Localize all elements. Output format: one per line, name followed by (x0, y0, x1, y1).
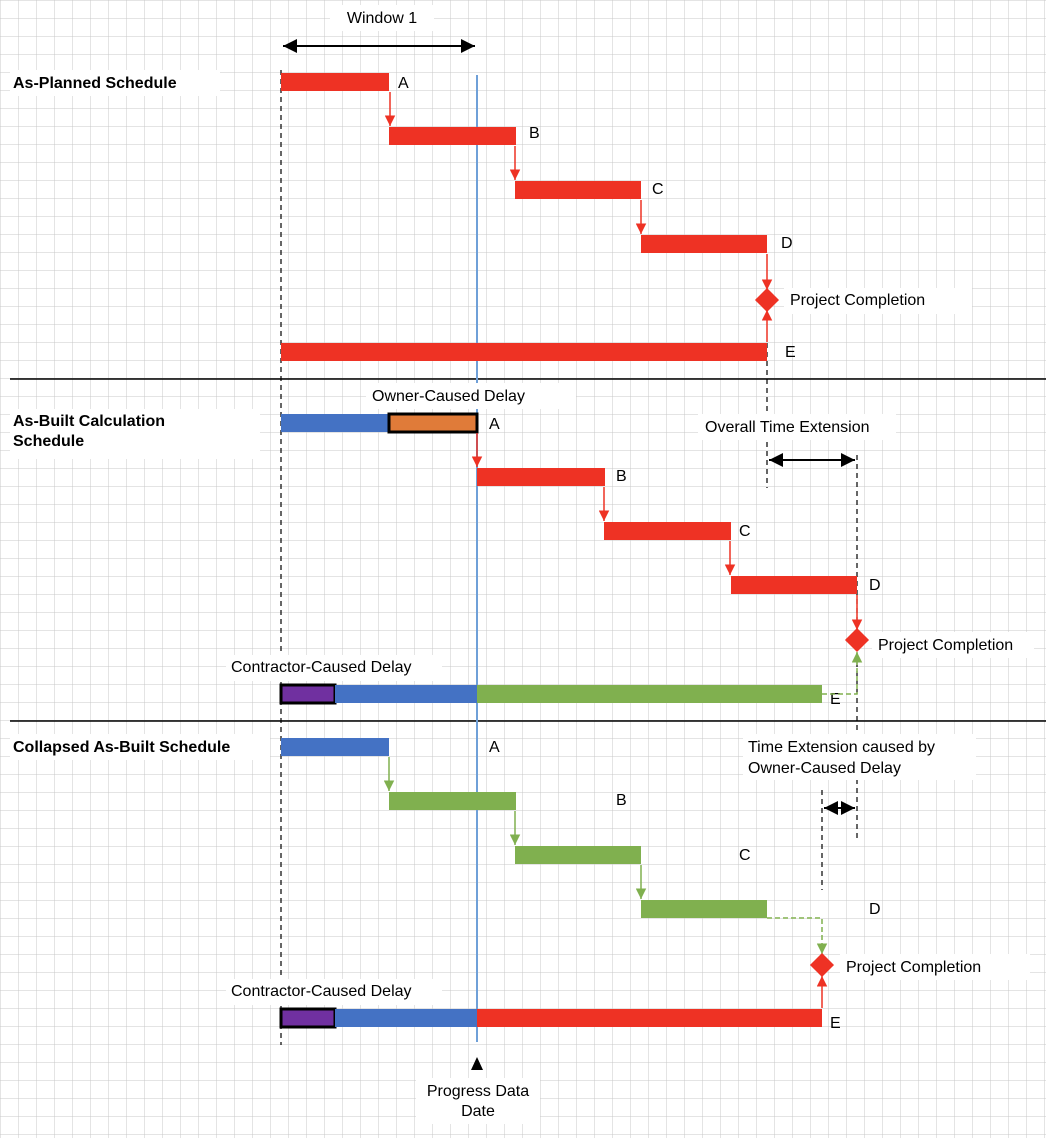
progress-date-label-line2: Date (461, 1103, 495, 1120)
collapsed-title-bg (10, 734, 270, 760)
planned-label-c: C (652, 181, 664, 198)
asbuilt-contractor-delay-label: Contractor-Caused Delay (231, 659, 412, 676)
window-label: Window 1 (347, 10, 417, 27)
collapsed-link-d-completion (767, 917, 828, 954)
collapsed-label-e: E (830, 1015, 841, 1032)
collapsed-contractor-delay-label-bg (226, 979, 442, 1005)
collapsed-bar-a (281, 738, 389, 756)
asbuilt-bar-e-actual (335, 685, 477, 703)
owner-delay-label: Owner-Caused Delay (372, 388, 525, 405)
collapsed-label-b: B (616, 792, 627, 809)
collapsed-title: Collapsed As-Built Schedule (13, 739, 230, 756)
asbuilt-bar-e-remaining (477, 685, 822, 703)
planned-bar-a (281, 73, 389, 91)
asbuilt-completion-label-bg (872, 632, 1034, 658)
overall-extension-label-bg (698, 414, 896, 440)
asbuilt-label-c: C (739, 523, 751, 540)
planned-bar-c (515, 181, 641, 199)
collapsed-bar-e-remaining (477, 1009, 822, 1027)
collapsed-label-d: D (869, 901, 881, 918)
planned-title-bg (10, 70, 220, 96)
progress-date-marker-icon (471, 1057, 483, 1070)
asbuilt-title-line1: As-Built Calculation (13, 413, 165, 430)
window-label-bg (330, 5, 434, 31)
collapsed-completion-label: Project Completion (846, 959, 981, 976)
planned-completion-label-bg (784, 288, 972, 314)
collapsed-bar-e-actual (335, 1009, 477, 1027)
collapsed-extension-label-bg (743, 734, 976, 780)
asbuilt-bar-d (731, 576, 857, 594)
collapsed-extension-label-line2: Owner-Caused Delay (748, 760, 901, 777)
asbuilt-label-a: A (489, 416, 500, 433)
owner-delay-bar (387, 412, 479, 434)
asbuilt-bar-b (477, 468, 605, 486)
collapsed-bar-b (389, 792, 516, 810)
collapsed-contractor-delay-label: Contractor-Caused Delay (231, 983, 412, 1000)
planned-label-d: D (781, 235, 793, 252)
planned-label-e: E (785, 344, 796, 361)
collapsed-label-a: A (489, 739, 500, 756)
asbuilt-link-e-completion (822, 652, 863, 695)
asbuilt-contractor-delay-label-bg (226, 655, 442, 681)
overall-extension-label: Overall Time Extension (705, 419, 870, 436)
asbuilt-title-bg (10, 409, 260, 459)
asbuilt-label-b: B (616, 468, 627, 485)
collapsed-completion-label-bg (840, 954, 1030, 980)
asbuilt-bar-a-actual (281, 414, 389, 432)
planned-completion-label: Project Completion (790, 292, 925, 309)
collapsed-bar-d (641, 900, 767, 918)
collapsed-extension-label-line1: Time Extension caused by (748, 739, 935, 756)
progress-date-label-bg (416, 1078, 540, 1124)
planned-bar-b (389, 127, 516, 145)
collapsed-bar-c (515, 846, 641, 864)
asbuilt-bar-c (604, 522, 731, 540)
asbuilt-title-line2: Schedule (13, 433, 84, 450)
planned-label-a: A (398, 75, 409, 92)
planned-title: As-Planned Schedule (13, 75, 177, 92)
asbuilt-label-e: E (830, 691, 841, 708)
planned-bar-e (281, 343, 767, 361)
planned-label-b: B (529, 125, 540, 142)
collapsed-contractor-delay-bar (279, 1007, 337, 1029)
asbuilt-contractor-delay-bar (279, 683, 337, 705)
collapsed-label-c: C (739, 847, 751, 864)
planned-bar-d (641, 235, 767, 253)
asbuilt-label-d: D (869, 577, 881, 594)
owner-delay-label-bg (366, 383, 576, 409)
progress-date-label-line1: Progress Data (427, 1083, 529, 1100)
asbuilt-completion-label: Project Completion (878, 637, 1013, 654)
